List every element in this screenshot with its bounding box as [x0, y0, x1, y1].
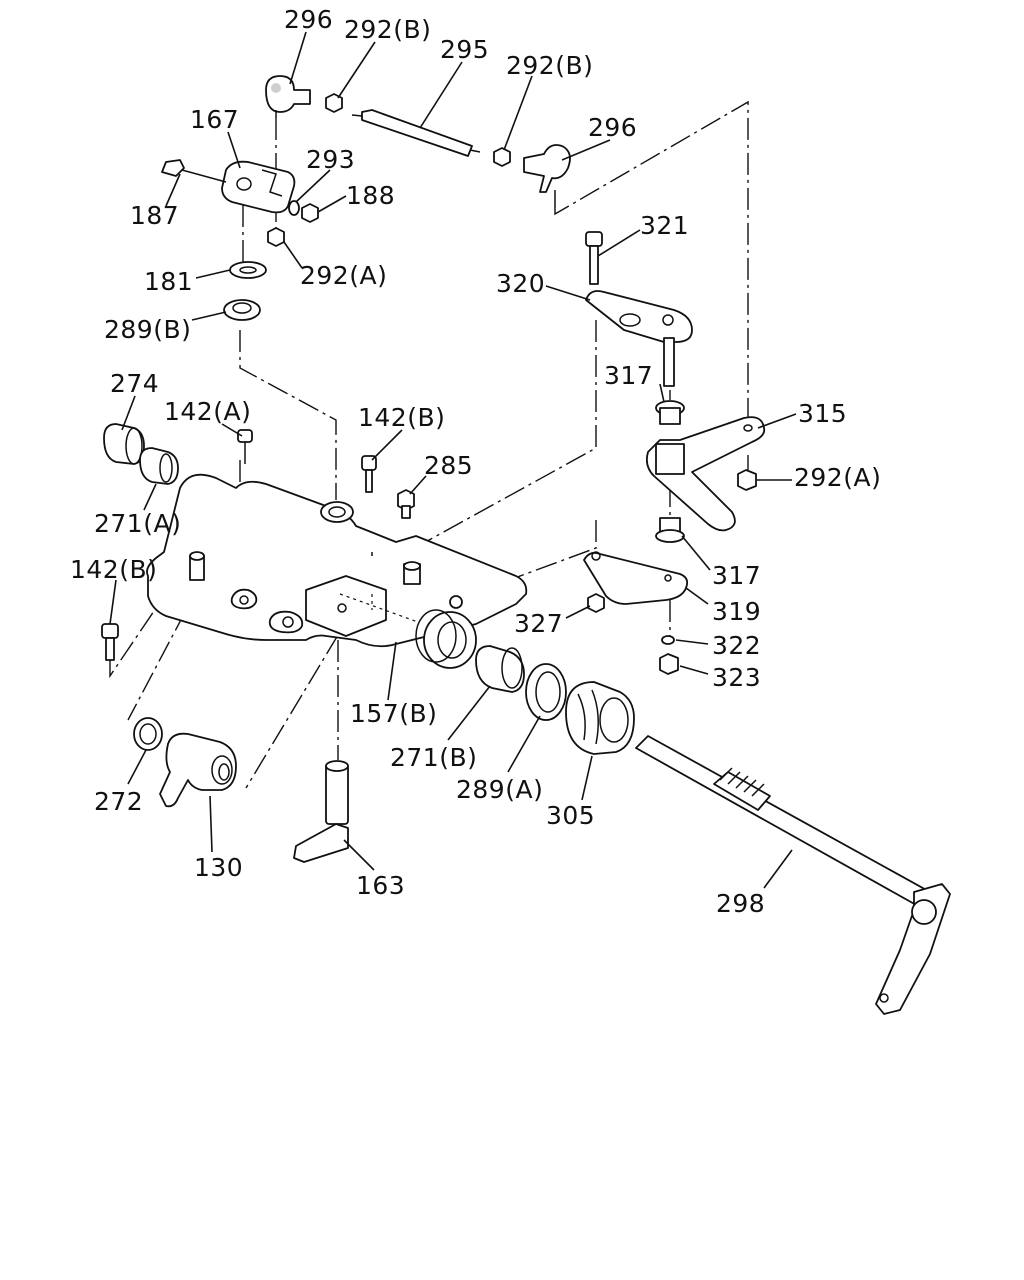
- seal-289b: [223, 299, 261, 321]
- label-163: 163: [356, 871, 405, 900]
- label-130: 130: [194, 853, 243, 882]
- label-181: 181: [144, 267, 193, 296]
- ring-272: [133, 717, 163, 751]
- arm-315: [645, 416, 766, 532]
- label-320: 320: [496, 269, 545, 298]
- label-188: 188: [346, 181, 395, 210]
- label-305: 305: [546, 801, 595, 830]
- label-292b-top-left: 292(B): [344, 15, 431, 44]
- bushing-317-top: [655, 400, 685, 425]
- nut-292b-top-left: [325, 93, 343, 113]
- lock-washer-181: [229, 261, 267, 279]
- shift-fork-163: [293, 760, 349, 863]
- bushing-317-bottom: [655, 517, 685, 543]
- label-142b-left: 142(B): [70, 555, 157, 584]
- assembly-centerlines: [109, 100, 749, 789]
- lever-130: [159, 732, 237, 808]
- label-271a: 271(A): [94, 509, 181, 538]
- label-292b-top-right: 292(B): [506, 51, 593, 80]
- ball-joint-296-right: [523, 144, 571, 208]
- label-142a: 142(A): [164, 397, 251, 426]
- label-272: 272: [94, 787, 143, 816]
- label-321: 321: [640, 211, 689, 240]
- washer-293: [288, 200, 300, 216]
- label-317-bottom: 317: [712, 561, 761, 590]
- housing-157b: [146, 473, 528, 669]
- boot-305: [565, 681, 635, 755]
- label-293: 293: [306, 145, 355, 174]
- nut-292a-top: [267, 227, 285, 247]
- label-289a: 289(A): [456, 775, 543, 804]
- label-327: 327: [514, 609, 563, 638]
- arm-320: [585, 290, 693, 387]
- label-315: 315: [798, 399, 847, 428]
- label-317-top: 317: [604, 361, 653, 390]
- label-274: 274: [110, 369, 159, 398]
- nut-188: [301, 203, 319, 223]
- label-187: 187: [130, 201, 179, 230]
- label-296-right: 296: [588, 113, 637, 142]
- part-labels: 296 292(B) 295 292(B) 296 167 293 188 18…: [70, 5, 881, 918]
- bolt-142b-top: [361, 455, 377, 493]
- nut-327: [587, 593, 605, 613]
- lever-167: [221, 160, 296, 214]
- label-157b: 157(B): [350, 699, 437, 728]
- label-298: 298: [716, 889, 765, 918]
- bearing-271b: [475, 645, 525, 693]
- rod-295: [351, 109, 481, 157]
- label-323: 323: [712, 663, 761, 692]
- bolt-142a: [237, 429, 253, 464]
- label-289b: 289(B): [104, 315, 191, 344]
- leader-lines: [109, 31, 797, 889]
- bolt-142b-left: [101, 623, 119, 661]
- nut-292a-right: [737, 469, 757, 491]
- label-285: 285: [424, 451, 473, 480]
- label-319: 319: [712, 597, 761, 626]
- label-167: 167: [190, 105, 239, 134]
- nut-292b-top-right: [493, 147, 511, 167]
- bushing-274: [103, 423, 145, 465]
- label-292a-top: 292(A): [300, 261, 387, 290]
- label-295: 295: [440, 35, 489, 64]
- ball-joint-296-top: [265, 75, 311, 118]
- label-292a-right: 292(A): [794, 463, 881, 492]
- nut-323: [659, 653, 679, 675]
- label-322: 322: [712, 631, 761, 660]
- seal-289a: [525, 663, 567, 721]
- bolt-321: [585, 231, 603, 285]
- label-271b: 271(B): [390, 743, 477, 772]
- label-296-top: 296: [284, 5, 333, 34]
- plug-285: [397, 489, 415, 519]
- washer-322: [661, 635, 675, 645]
- bearing-271a: [139, 447, 179, 485]
- pin-187: [161, 159, 227, 183]
- label-142b-top: 142(B): [358, 403, 445, 432]
- shaft-298: [635, 735, 951, 1015]
